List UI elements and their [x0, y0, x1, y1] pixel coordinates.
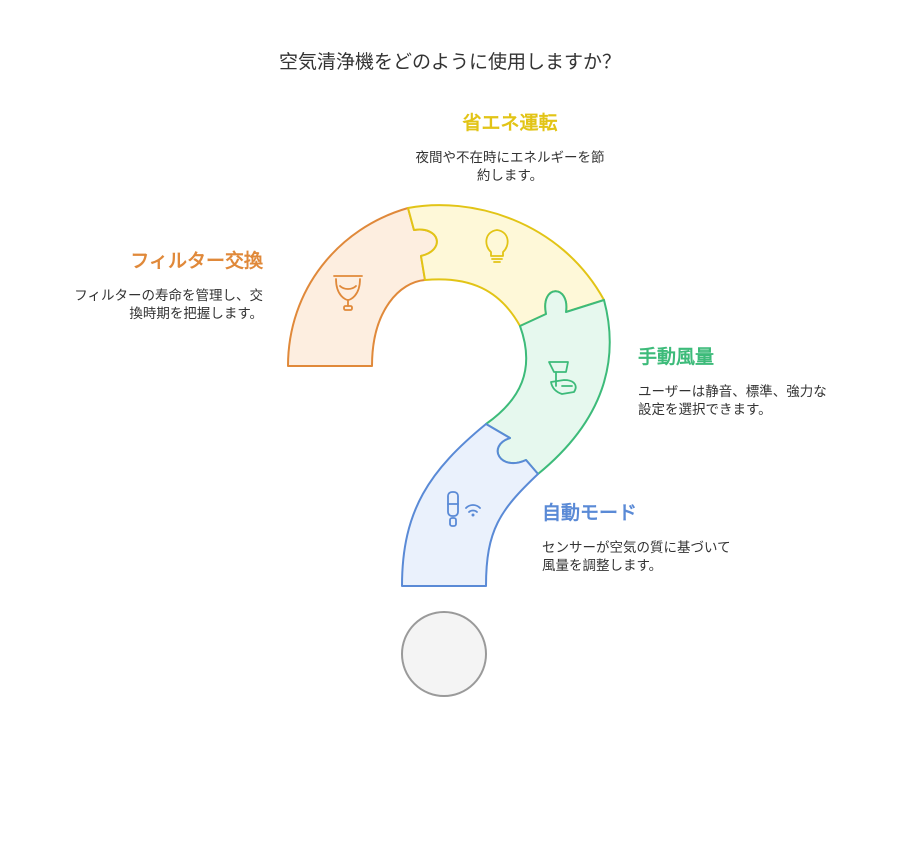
manual-description: ユーザーは静音、標準、強力な 設定を選択できます。 — [638, 383, 878, 419]
filter-heading: フィルター交換 — [130, 250, 263, 272]
eco-description: 夜間や不在時にエネルギーを節 約します。 — [370, 149, 650, 185]
section-filter: フィルター交換 フィルターの寿命を管理し、交 換時期を把握します。 — [40, 246, 263, 323]
eco-desc-line2: 約します。 — [476, 168, 544, 184]
filter-desc-line1: フィルターの寿命を管理し、交 — [74, 288, 263, 304]
puzzle-piece-eco[interactable] — [407, 204, 605, 327]
lightbulb-icon — [485, 229, 509, 263]
manual-desc-line1: ユーザーは静音、標準、強力な — [638, 384, 827, 400]
section-manual: 手動風量 ユーザーは静音、標準、強力な 設定を選択できます。 — [638, 342, 878, 419]
auto-desc-line1: センサーが空気の質に基づいて — [542, 540, 731, 556]
auto-description: センサーが空気の質に基づいて 風量を調整します。 — [542, 539, 782, 575]
auto-desc-line2: 風量を調整します。 — [542, 558, 663, 574]
filter-description: フィルターの寿命を管理し、交 換時期を把握します。 — [40, 287, 263, 323]
auto-heading: 自動モード — [542, 502, 638, 524]
filter-cup-icon — [333, 275, 363, 311]
sensor-wifi-icon — [447, 491, 481, 527]
section-eco: 省エネ運転 夜間や不在時にエネルギーを節 約します。 — [370, 108, 650, 185]
manual-desc-line2: 設定を選択できます。 — [638, 402, 772, 418]
manual-heading: 手動風量 — [638, 346, 715, 368]
eco-desc-line1: 夜間や不在時にエネルギーを節 — [415, 150, 605, 166]
eco-heading: 省エネ運転 — [462, 112, 558, 134]
section-auto: 自動モード センサーが空気の質に基づいて 風量を調整します。 — [542, 498, 782, 575]
question-mark-dot — [401, 611, 487, 697]
hand-control-icon — [548, 361, 577, 395]
filter-desc-line2: 換時期を把握します。 — [129, 306, 263, 322]
puzzle-piece-manual[interactable] — [485, 290, 611, 475]
diagram-title: 空気清浄機をどのように使用しますか？ — [278, 51, 621, 73]
puzzle-piece-filter[interactable] — [287, 207, 438, 367]
